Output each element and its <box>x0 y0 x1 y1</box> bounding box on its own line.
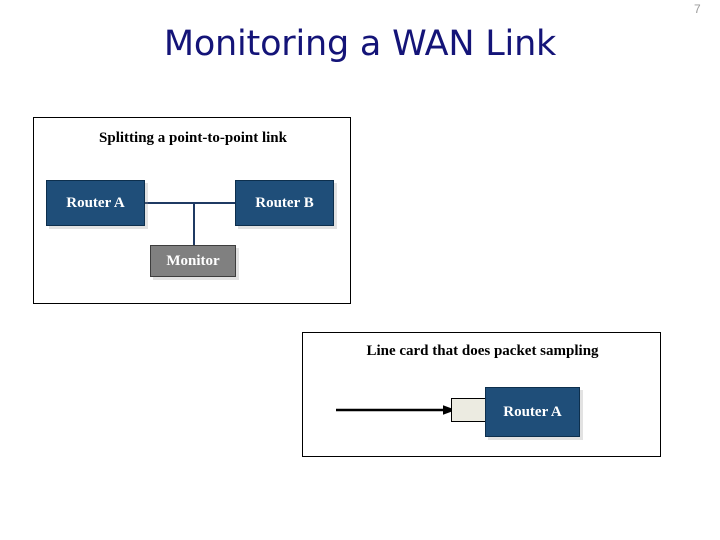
node-router-a-diagram-one: Router A <box>46 180 145 226</box>
node-line-card <box>451 398 489 422</box>
link-router-a-to-junction <box>145 202 194 204</box>
diagram-splitting-point-to-point-link: Splitting a point-to-point link Router A… <box>33 117 351 304</box>
diagram-line-card-packet-sampling: Line card that does packet sampling Rout… <box>302 332 661 457</box>
page-title: Monitoring a WAN Link <box>163 24 557 64</box>
node-router-b-diagram-one: Router B <box>235 180 334 226</box>
slide-number: 7 <box>694 2 701 16</box>
inbound-traffic-arrow-icon <box>336 405 456 415</box>
link-junction-to-monitor <box>193 202 195 246</box>
diagram-two-caption: Line card that does packet sampling <box>366 343 599 359</box>
link-junction-to-router-b <box>193 202 236 204</box>
diagram-one-caption: Splitting a point-to-point link <box>99 130 287 146</box>
node-monitor-diagram-one: Monitor <box>150 245 236 277</box>
node-router-a-diagram-two: Router A <box>485 387 580 437</box>
